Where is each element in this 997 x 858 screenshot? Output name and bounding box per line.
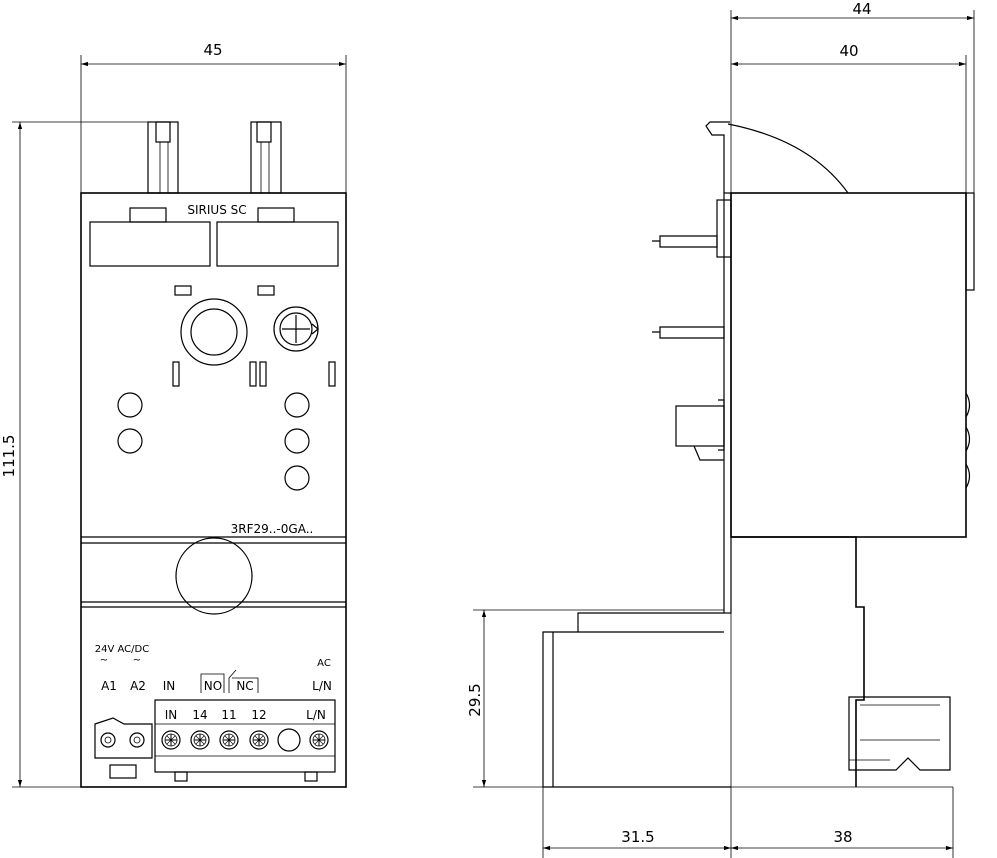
led-right-1: [284, 392, 310, 418]
term-11-label: 11: [221, 708, 236, 722]
dim-terminal-height: 29.5: [466, 610, 487, 787]
top-clip-right: [250, 121, 282, 194]
dim-side-body-text: 40: [839, 42, 858, 60]
window-left: [89, 221, 211, 267]
dim-terminal-height-text: 29.5: [466, 683, 484, 716]
dim-base-left: 31.5: [543, 828, 731, 851]
a1-label: A1: [101, 679, 117, 693]
no-label: NO: [204, 679, 222, 693]
window-right: [216, 221, 339, 267]
dim-front-height-text: 111.5: [0, 435, 18, 478]
led-left-2: [117, 428, 143, 454]
term-14-label: 14: [192, 708, 207, 722]
supply-label: 24V AC/DC: [95, 644, 149, 655]
lower-knob[interactable]: [175, 537, 253, 615]
side-housing-upper: [730, 192, 967, 538]
dim-front-height: 111.5: [0, 121, 23, 787]
dim-side-total: 44: [731, 0, 974, 21]
front-view: 45 111.5 SIRIUS SC: [0, 41, 347, 788]
main-terminal-block: IN 14 11 12 L/N: [154, 699, 336, 782]
led-right-3: [284, 465, 310, 491]
ln-label: L/N: [312, 679, 332, 693]
rotary-knob[interactable]: [180, 298, 248, 366]
term-12-label: 12: [251, 708, 266, 722]
side-view: 44 40 29.5 31.5 38: [466, 0, 975, 858]
ac-label: AC: [317, 658, 331, 669]
side-connector: [848, 696, 951, 771]
term-ln-label: L/N: [306, 708, 326, 722]
adjust-screw-icon[interactable]: [273, 306, 319, 352]
a2-label: A2: [130, 679, 146, 693]
front-housing: [80, 192, 347, 788]
led-left-1: [117, 392, 143, 418]
led-right-2: [284, 428, 310, 454]
supply-terminal-block: [94, 717, 153, 779]
svg-text:~: ~: [100, 655, 108, 666]
dim-base-right-text: 38: [833, 828, 852, 846]
dim-base-left-text: 31.5: [621, 828, 654, 846]
svg-text:~: ~: [133, 655, 141, 666]
dim-front-width-text: 45: [203, 41, 222, 59]
in-label: IN: [163, 679, 176, 693]
dim-side-body: 40: [731, 42, 966, 67]
dim-side-total-text: 44: [852, 0, 871, 18]
model-label: 3RF29..-0GA..: [231, 522, 314, 536]
nc-label: NC: [236, 679, 253, 693]
dim-front-width: 45: [81, 41, 346, 67]
top-clip-left: [147, 121, 179, 194]
term-in-label: IN: [165, 708, 178, 722]
dim-base-right: 38: [731, 828, 953, 851]
brand-label: SIRIUS SC: [187, 203, 246, 217]
